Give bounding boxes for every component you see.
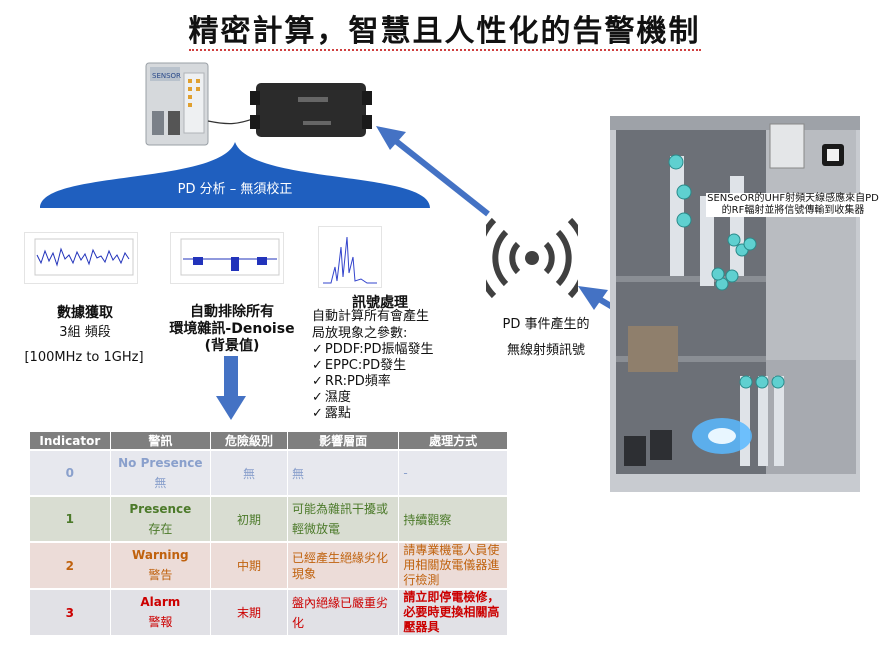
indicator-cell: 3	[30, 588, 111, 635]
header-level: 危險級別	[210, 432, 288, 450]
header-indicator: Indicator	[30, 432, 111, 450]
step3-line1: 自動計算所有會產生	[312, 309, 430, 324]
table-row: 2 Warning 警告 中期 已經產生絕緣劣化現象 請專業機電人員使用相關放電儀…	[30, 541, 508, 589]
checklist-item: PDDF:PD振幅發生	[312, 342, 452, 358]
indicator-cell: 0	[30, 449, 111, 496]
cabinet-note: SENSeOR的UHF射頻天線感應來自PD的RF輻射並將信號傳輸到收集器	[706, 193, 880, 217]
header-action: 處理方式	[398, 432, 508, 450]
rf-line2: 無線射頻訊號	[506, 343, 585, 358]
checklist-item: RR:PD頻率	[312, 374, 452, 390]
checklist-item: 露點	[312, 406, 452, 422]
collector-device: SENSOR	[145, 62, 209, 146]
checklist-item: 濕度	[312, 390, 452, 406]
processed-signal-thumbnail	[318, 226, 382, 288]
signal-en: Warning	[132, 548, 189, 562]
signal-en: Presence	[129, 501, 192, 516]
step3-description: 自動計算所有會產生 局放現象之參數: PDDF:PD振幅發生 EPPC:PD發生…	[312, 308, 452, 422]
table-row: 1 Presence 存在 初期 可能為雜訊干擾或輕微放電 持續觀察	[30, 495, 508, 542]
action-cell: -	[398, 449, 508, 496]
level-cell: 無	[210, 449, 288, 496]
down-arrow-icon	[216, 356, 246, 420]
step1-line2: [100MHz to 1GHz]	[24, 350, 144, 365]
signal-zh: 警告	[148, 568, 173, 582]
bracket-label: PD 分析 – 無須校正	[177, 182, 293, 197]
signal-en: Alarm	[140, 595, 181, 609]
step2-line2: 環境雜訊-Denoise	[169, 321, 295, 337]
switchgear-cabinet	[610, 116, 860, 492]
rf-signal-caption: PD 事件產生的 無線射頻訊號	[476, 312, 616, 364]
level-cell: 中期	[210, 541, 288, 589]
pd-analysis-bracket	[40, 142, 430, 208]
step2-line3: (背景值)	[204, 338, 260, 354]
header-signal: 警訊	[110, 432, 212, 450]
level-cell: 初期	[210, 495, 288, 542]
action-cell: 持續觀察	[398, 495, 508, 542]
signal-zh: 存在	[148, 521, 173, 536]
rf-receiver-device	[250, 83, 372, 137]
table-row: 3 Alarm 警報 末期 盤內絕緣已嚴重劣化 請立即停電檢修，必要時更換相關高壓…	[30, 588, 508, 635]
step1-title: 數據獲取	[57, 305, 113, 321]
signal-cell: Presence 存在	[110, 495, 212, 542]
table-row: 0 No Presence 無 無 無 -	[30, 449, 508, 496]
step2-line1: 自動排除所有	[190, 304, 274, 320]
signal-zh: 警報	[148, 615, 173, 629]
wireless-signal-icon	[486, 217, 578, 299]
action-cell: 請立即停電檢修，必要時更換相關高壓器具	[398, 588, 508, 635]
indicator-cell: 2	[30, 541, 111, 589]
device-illustration: SENSOR	[145, 62, 372, 146]
action-cell: 請專業機電人員使用相關放電儀器進行檢測	[398, 541, 508, 589]
impact-cell: 已經產生絕緣劣化現象	[287, 541, 400, 589]
rf-line1: PD 事件產生的	[502, 317, 590, 332]
signal-zh: 無	[154, 475, 167, 490]
step3-line2: 局放現象之參數:	[312, 326, 408, 341]
signal-en: No Presence	[118, 455, 203, 470]
level-cell: 末期	[210, 588, 288, 635]
denoised-signal-thumbnail	[170, 232, 284, 284]
signal-cell: Warning 警告	[110, 541, 212, 589]
arrow-to-receiver-icon	[376, 126, 490, 217]
indicator-cell: 1	[30, 495, 111, 542]
alert-level-table: Indicator 警訊 危險級別 影響層面 處理方式 0 No Presenc…	[30, 432, 508, 635]
step1-line1: 3組 頻段	[59, 325, 111, 340]
impact-cell: 盤內絕緣已嚴重劣化	[287, 588, 400, 635]
impact-cell: 無	[287, 449, 400, 496]
checklist-item: EPPC:PD發生	[312, 358, 452, 374]
table-header-row: Indicator 警訊 危險級別 影響層面 處理方式	[30, 432, 508, 450]
signal-cell: Alarm 警報	[110, 588, 212, 635]
step3-checklist: PDDF:PD振幅發生 EPPC:PD發生 RR:PD頻率 濕度 露點	[312, 342, 452, 422]
svg-text:SENSOR: SENSOR	[152, 72, 181, 80]
signal-cell: No Presence 無	[110, 449, 212, 496]
step3-title: 訊號處理	[352, 295, 408, 311]
page-title: 精密計算，智慧且人性化的告警機制	[188, 14, 701, 51]
impact-cell: 可能為雜訊干擾或輕微放電	[287, 495, 400, 542]
header-impact: 影響層面	[287, 432, 400, 450]
raw-signal-thumbnail	[24, 232, 138, 284]
